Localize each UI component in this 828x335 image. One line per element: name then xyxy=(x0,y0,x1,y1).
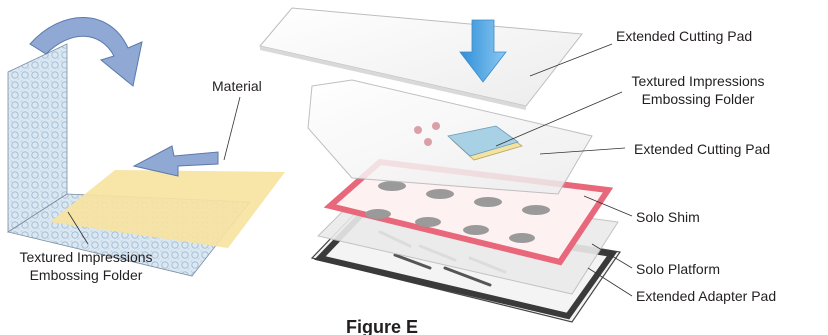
material-leader xyxy=(223,96,241,161)
down-arrow-icon xyxy=(459,19,507,83)
cutting-pad-middle-leader xyxy=(539,147,626,155)
adapter-pad-leader xyxy=(587,267,633,297)
folder-right-leader xyxy=(495,91,623,147)
label-folder-left-line1: Textured Impressions xyxy=(19,249,152,265)
left-arrow-icon xyxy=(132,145,219,177)
small-folder-top xyxy=(447,125,519,157)
shim-printed-icons xyxy=(365,181,550,243)
small-folder-thumbnails xyxy=(414,122,440,146)
cutting-pad-top-layer xyxy=(259,7,583,107)
exploded-stack xyxy=(259,7,622,323)
cutting-pad-top-edge xyxy=(260,46,526,110)
label-folder-right-line1: Textured Impressions xyxy=(631,73,764,89)
label-cutting-pad-middle: Extended Cutting Pad xyxy=(634,141,770,157)
label-folder-right-line2: Embossing Folder xyxy=(642,91,755,107)
label-adapter-pad: Extended Adapter Pad xyxy=(636,288,776,304)
label-material: Material xyxy=(212,78,262,94)
solo-shim-leader xyxy=(583,195,633,217)
solo-platform-leader xyxy=(591,243,633,269)
label-solo-shim: Solo Shim xyxy=(636,209,700,225)
label-solo-platform: Solo Platform xyxy=(636,261,720,277)
curved-arrow-icon xyxy=(29,17,143,87)
left-folder-illustration xyxy=(6,17,285,277)
figure-caption: Figure E xyxy=(346,317,418,335)
label-cutting-pad-top: Extended Cutting Pad xyxy=(616,28,752,44)
cutting-pad-top-leader xyxy=(529,43,613,77)
material-sheet xyxy=(50,170,285,248)
folder-left-leader xyxy=(67,211,89,245)
label-folder-left-line2: Embossing Folder xyxy=(30,267,143,283)
